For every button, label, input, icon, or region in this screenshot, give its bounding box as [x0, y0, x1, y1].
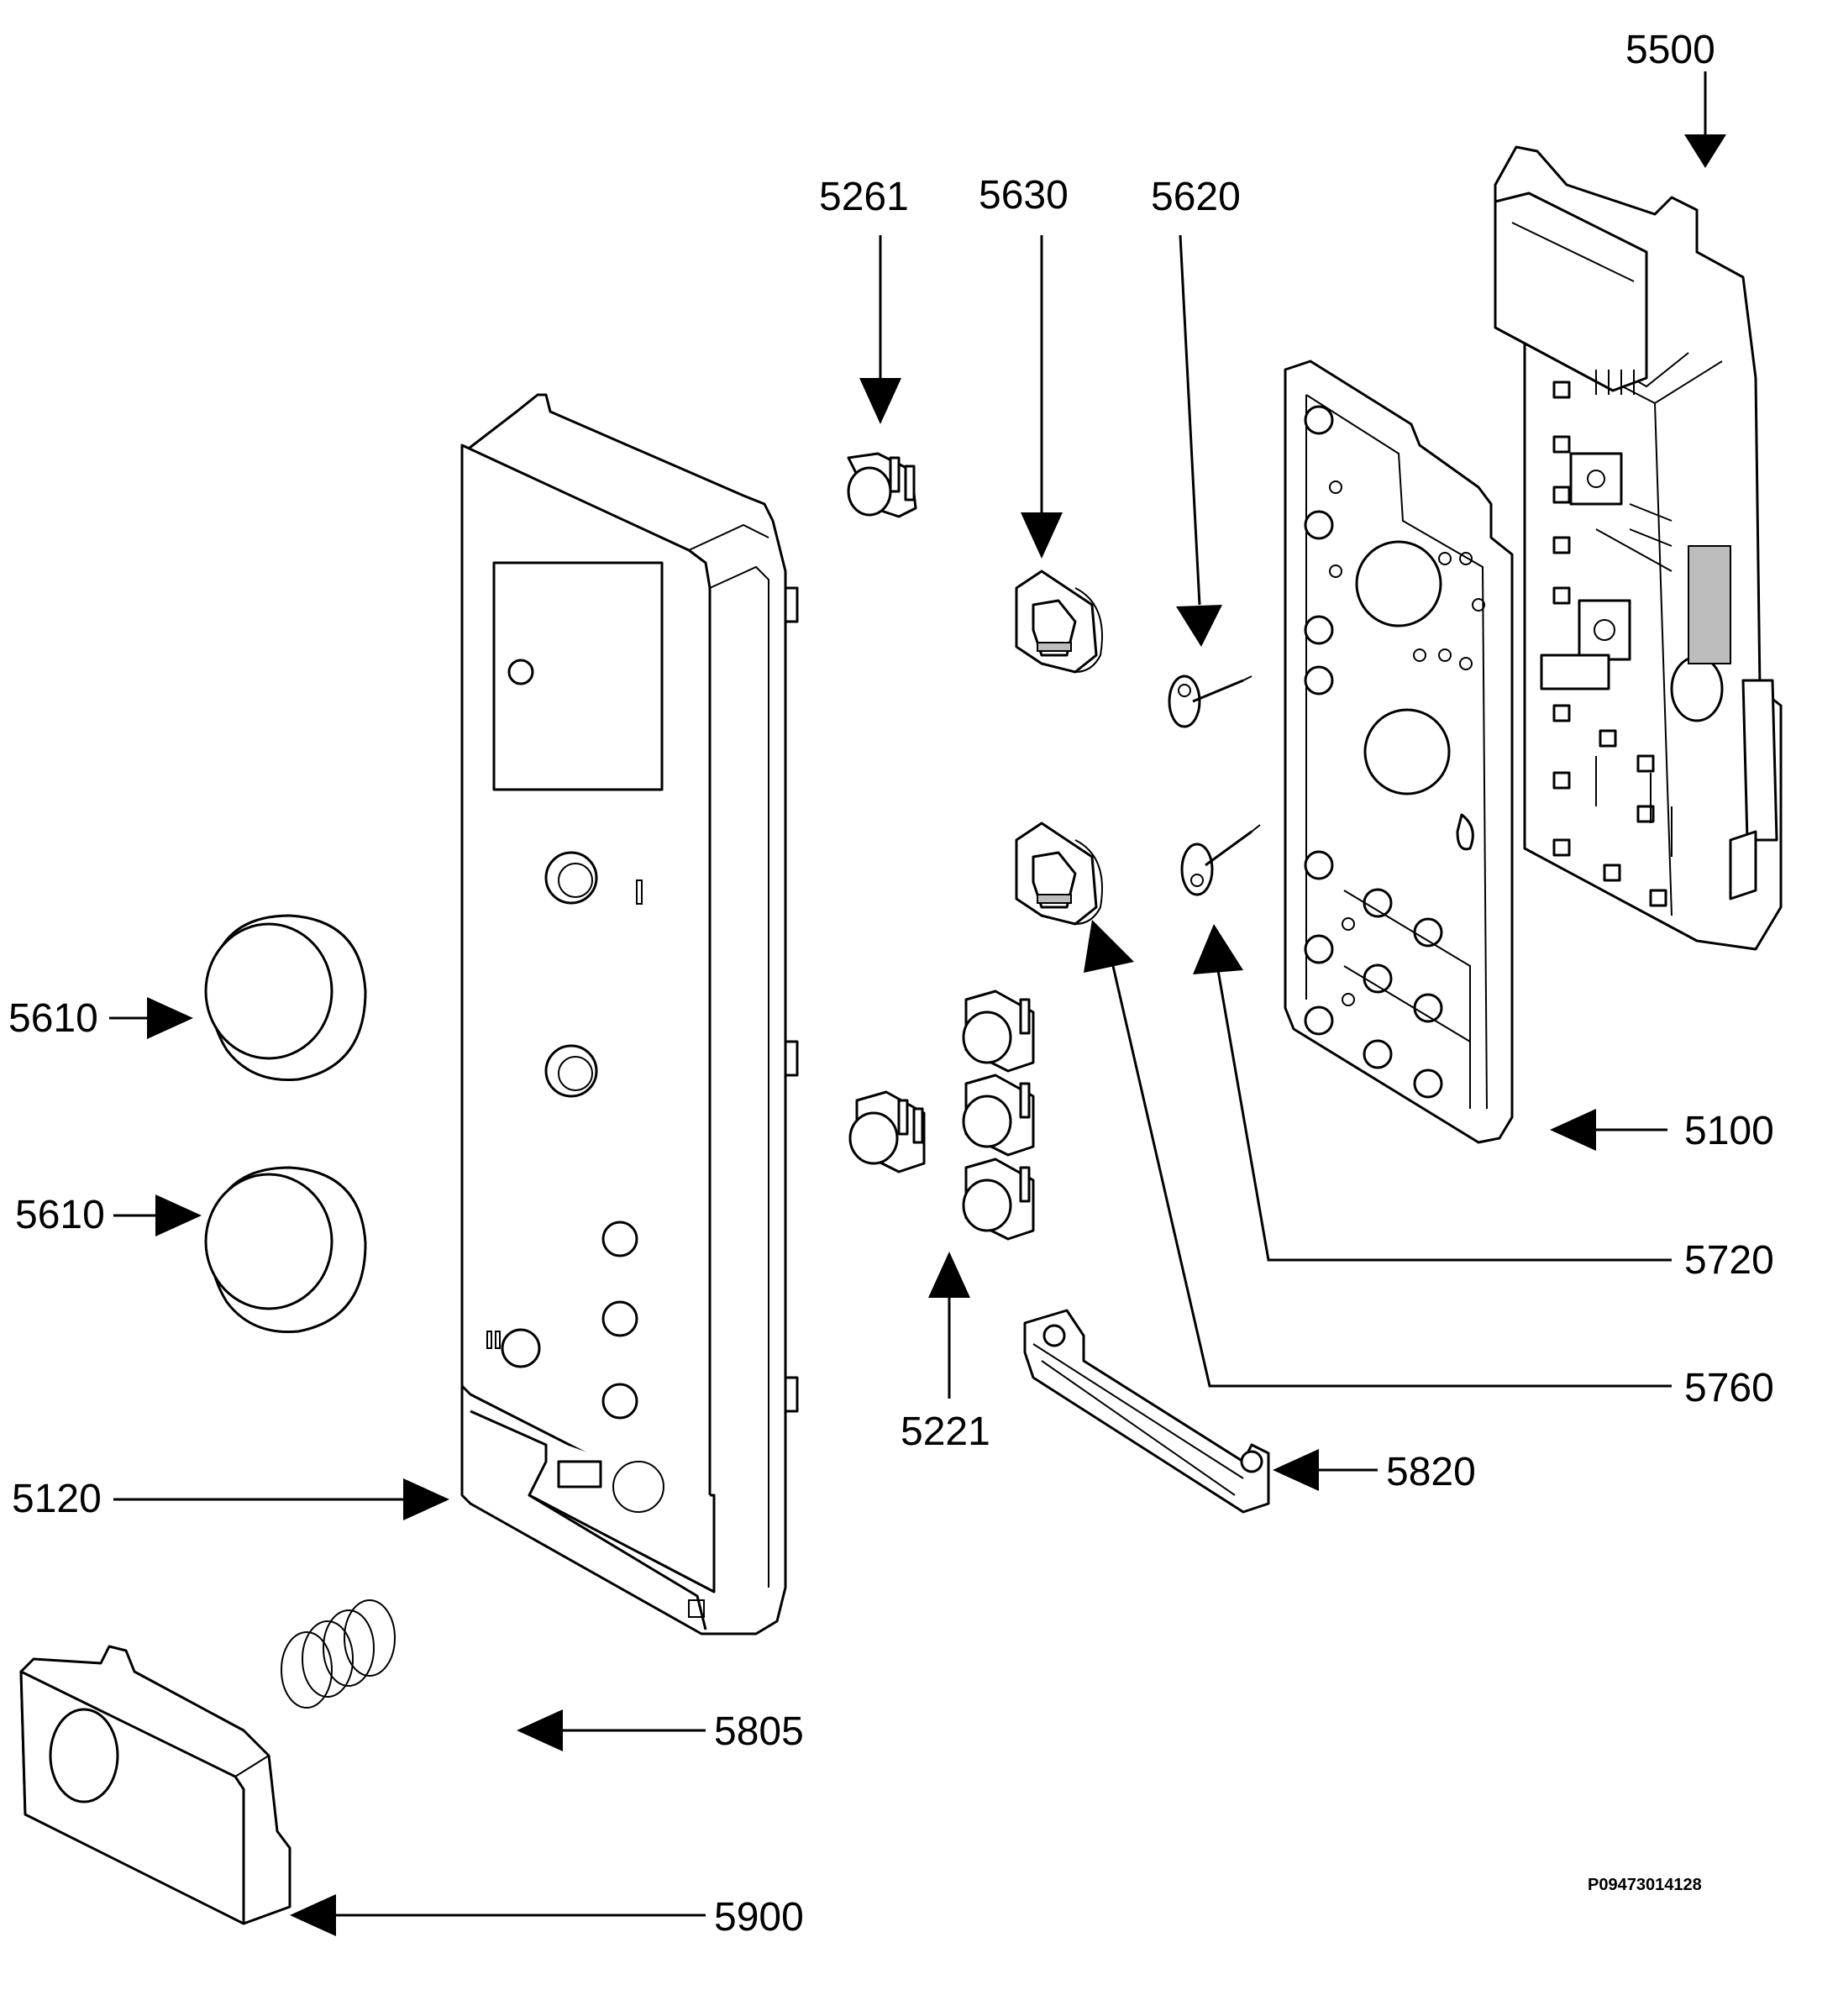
knob-holder-lower — [1015, 822, 1103, 926]
label-5120: 5120 — [12, 1477, 102, 1521]
label-5630: 5630 — [979, 173, 1069, 218]
label-5900: 5900 — [714, 1895, 804, 1940]
knob-lower — [204, 1166, 367, 1334]
pin-upper — [1168, 675, 1252, 728]
leader-5805 — [517, 1709, 706, 1751]
label-5500: 5500 — [1625, 28, 1715, 72]
label-5620: 5620 — [1151, 175, 1241, 219]
document-id: P09473014128 — [1588, 1876, 1702, 1894]
circuit-board — [1494, 145, 1783, 951]
leader-5720 — [1193, 924, 1672, 1262]
leader-5120 — [113, 1478, 449, 1520]
control-panel-housing — [460, 393, 799, 1635]
push-button-single-top — [847, 452, 917, 518]
keypad-membrane-plate — [1284, 360, 1514, 1144]
leader-5820 — [1273, 1449, 1378, 1491]
knob-upper — [204, 914, 367, 1082]
label-5610-lower: 5610 — [15, 1193, 105, 1237]
leader-5610-upper — [109, 997, 193, 1039]
push-button-group — [848, 990, 1035, 1241]
label-5805: 5805 — [714, 1709, 804, 1754]
label-5221: 5221 — [901, 1410, 990, 1454]
label-5720: 5720 — [1684, 1238, 1774, 1283]
knob-holder-upper — [1015, 570, 1103, 674]
leader-5500 — [1684, 71, 1726, 168]
door-open-button — [19, 1645, 291, 1925]
leader-5620 — [1176, 234, 1222, 647]
label-5820: 5820 — [1386, 1450, 1476, 1494]
leader-5760 — [1084, 920, 1672, 1388]
leader-5630 — [1021, 235, 1063, 559]
door-lever — [1023, 1309, 1270, 1514]
leader-5100 — [1550, 1109, 1667, 1151]
pin-lower — [1180, 824, 1261, 896]
leader-5261 — [859, 235, 901, 424]
leader-5900 — [290, 1894, 706, 1936]
leader-5221 — [928, 1252, 970, 1399]
label-5760: 5760 — [1684, 1366, 1774, 1410]
label-5100: 5100 — [1684, 1109, 1774, 1153]
leader-5610-lower — [113, 1194, 202, 1236]
label-5261: 5261 — [819, 175, 909, 219]
label-5610-upper: 5610 — [8, 996, 98, 1041]
spring — [281, 1599, 396, 1709]
